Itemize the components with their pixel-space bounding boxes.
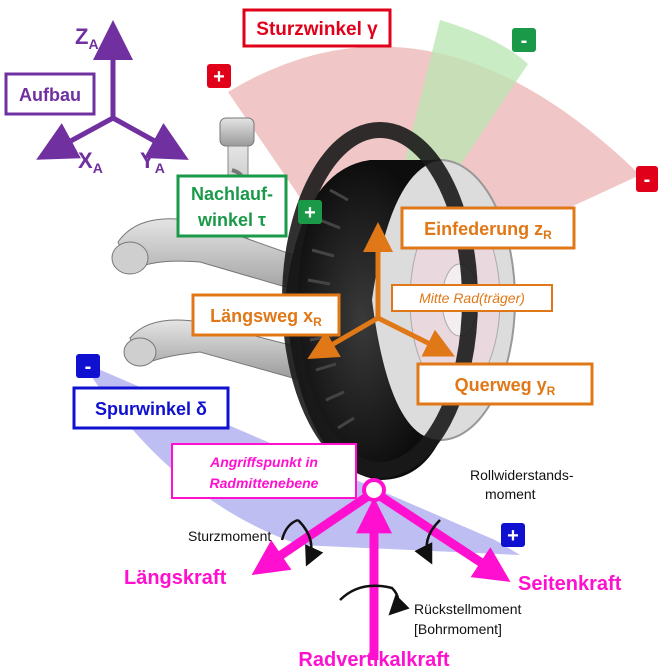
rueckstellmoment-label-line2: [Bohrmoment] [414, 621, 502, 637]
laengsweg-label: Längsweg xR [210, 306, 322, 329]
svg-text:-: - [85, 356, 92, 378]
toe-plus-badge: + [501, 523, 525, 547]
rueckstellmoment-label-line1: Rückstellmoment [414, 601, 521, 617]
suspension-illustration [111, 117, 331, 381]
nachlaufwinkel-label-line1: Nachlauf- [191, 184, 273, 204]
angriffspunkt-marker [362, 478, 386, 502]
aufbau-label: Aufbau [19, 85, 81, 105]
einfederung-box [400, 206, 576, 250]
nachlaufwinkel-label-line2: winkel τ [197, 210, 266, 230]
sturzwinkel-label: Sturzwinkel γ [256, 19, 378, 40]
aufbau-box [4, 72, 96, 116]
rollwiderstand-label-line2: moment [485, 486, 536, 502]
mitte-rad-label: Mitte Rad(träger) [419, 290, 525, 306]
angriffspunkt-box [171, 443, 357, 499]
svg-text:+: + [213, 66, 225, 88]
sturzmoment-label: Sturzmoment [188, 528, 271, 544]
svg-text:-: - [644, 169, 651, 191]
angriffspunkt-label-line2: Radmittenebene [210, 475, 319, 491]
mitte-rad-box [391, 284, 553, 312]
laengskraft-arrow [251, 488, 377, 576]
radvertikalkraft-label: Radvertikalkraft [298, 649, 450, 671]
caster-plus-badge: + [298, 200, 322, 224]
wheel-carrier-coordinate-system [307, 222, 455, 360]
caster-minus-badge: - [512, 28, 536, 52]
laengskraft-label: Längskraft [124, 567, 227, 589]
camber-plus-badge: + [207, 64, 231, 88]
seitenkraft-arrow [371, 488, 511, 582]
querweg-box [416, 362, 594, 406]
laengsweg-box [191, 293, 341, 337]
svg-text:+: + [507, 525, 519, 547]
rollwiderstand-label-line1: Rollwiderstands- [470, 467, 574, 483]
spurwinkel-label: Spurwinkel δ [95, 399, 207, 419]
querweg-label: Querweg yR [455, 375, 556, 398]
sturzwinkel-box [242, 8, 392, 48]
axis-z-label: ZA [75, 24, 99, 52]
nachlaufwinkel-box [176, 174, 288, 238]
camber-minus-badge: - [636, 166, 658, 192]
angriffspunkt-label-line1: Angriffspunkt in [209, 454, 318, 470]
axis-y-label: YA [140, 148, 165, 176]
body-coordinate-system [36, 20, 189, 160]
einfederung-label: Einfederung zR [424, 219, 552, 242]
toe-minus-badge: - [76, 354, 100, 378]
axis-x-label: XA [78, 148, 103, 176]
svg-text:+: + [304, 202, 316, 224]
spurwinkel-box [72, 386, 230, 430]
svg-text:-: - [521, 30, 528, 52]
moment-arrows [280, 518, 441, 616]
seitenkraft-label: Seitenkraft [518, 573, 622, 595]
